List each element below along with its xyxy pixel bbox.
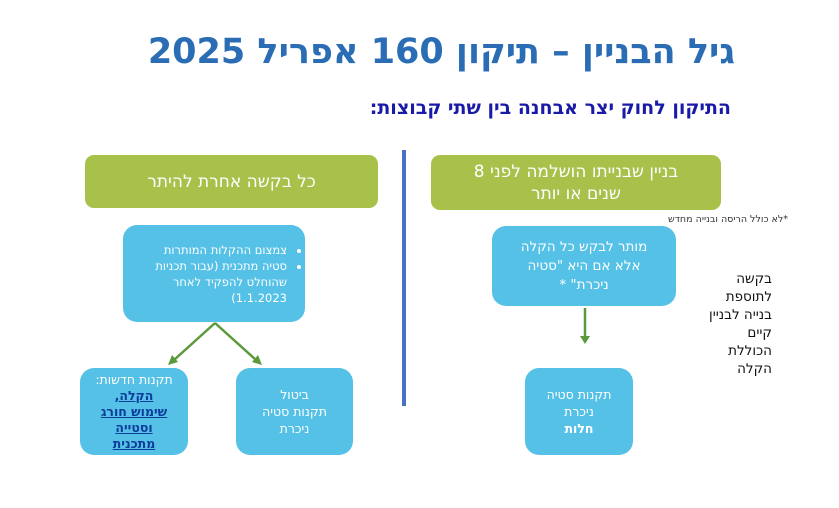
right-header-text: בניין שבנייתו הושלמה לפני 8 שנים או יותר	[473, 161, 679, 204]
applies-box: תקנות סטיה ניכרת חלות	[525, 368, 633, 455]
side-note: בקשה לתוספת בנייה לבניין קיים הכוללת הקל…	[709, 271, 772, 377]
page-subtitle: התיקון לחוק יצר אבחנה בין שתי קבוצות:	[369, 97, 731, 119]
arrow-down	[580, 308, 590, 344]
left-header-text: כל בקשה אחרת להיתר	[147, 171, 316, 192]
footnote: *לא כולל הריסה ובנייה מחדש	[668, 214, 788, 225]
allowed-text: מותר לבקש כל הקלה אלא אם היא "סטיה ניכרת…	[520, 238, 648, 293]
applies-bold: חלות	[564, 421, 594, 436]
cancel-line-3: ניכרת	[279, 421, 310, 436]
applies-line-1: תקנות סטיה	[546, 387, 612, 402]
cancel-line-1: ביטול	[280, 387, 309, 402]
link-vesteiya[interactable]: וסטייה	[115, 419, 153, 435]
bullet-item: סטיה מתכנית (עבור תכניות שהוחלט להפקיד ל…	[129, 258, 287, 306]
right-header-box: בניין שבנייתו הושלמה לפני 8 שנים או יותר	[431, 155, 721, 210]
left-header-box: כל בקשה אחרת להיתר	[85, 155, 378, 208]
allowed-box: מותר לבקש כל הקלה אלא אם היא "סטיה ניכרת…	[492, 226, 676, 306]
new-regs-label: תקנות חדשות:	[95, 371, 173, 387]
link-mitochnit[interactable]: מתכנית	[112, 435, 156, 451]
restrictions-box: צמצום ההקלות המותרות סטיה מתכנית (עבור ת…	[123, 225, 305, 322]
divider	[402, 150, 406, 406]
applies-line-2: ניכרת	[564, 404, 594, 419]
arrows-split	[168, 322, 262, 365]
page-title: גיל הבניין – תיקון 160 אפריל 2025	[147, 32, 735, 72]
link-shimush-horeg[interactable]: שימוש חורג	[100, 403, 168, 419]
cancel-line-2: תקנות סטיה	[262, 404, 327, 419]
cancel-box: ביטול תקנות סטיה ניכרת	[236, 368, 353, 455]
bullet-item: צמצום ההקלות המותרות	[129, 242, 287, 258]
new-regulations-box: תקנות חדשות: הקלה, שימוש חורג וסטייה מתכ…	[80, 368, 188, 455]
link-hakala[interactable]: הקלה,	[114, 387, 154, 403]
